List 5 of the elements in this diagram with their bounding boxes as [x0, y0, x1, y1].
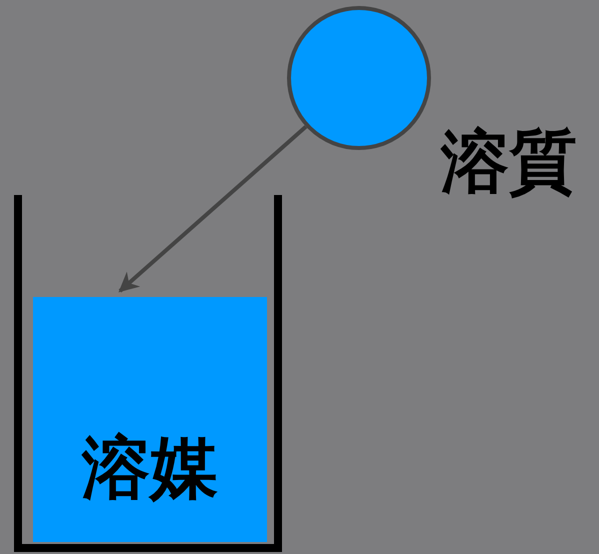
- arrow: [118, 125, 308, 292]
- node-label: 溶媒: [82, 434, 218, 502]
- node-caption: 溶質: [441, 128, 577, 196]
- beaker: [14, 195, 282, 552]
- liquid-box: [33, 297, 267, 542]
